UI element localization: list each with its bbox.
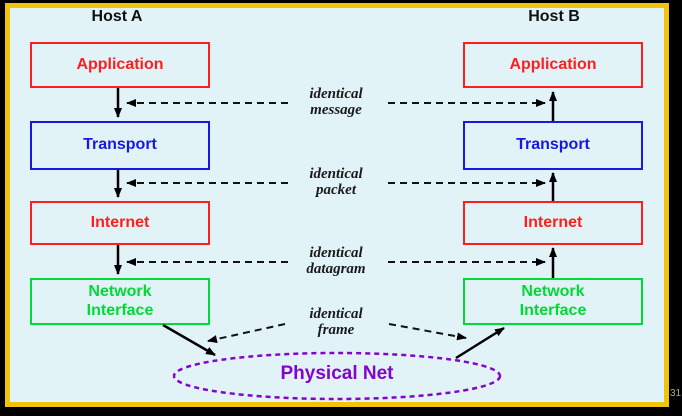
host-b-title: Host B: [528, 8, 580, 25]
identical-message-word1: identical: [309, 86, 363, 102]
identical-frame-word2: frame: [317, 322, 355, 338]
identical-packet-word2: packet: [316, 182, 356, 198]
identical-frame-word1: identical: [309, 306, 363, 322]
layer-box-transport-host-a: Transport: [30, 121, 210, 170]
layer-box-network-interface-host-a: Network Interface: [30, 278, 210, 325]
page-number: 31: [670, 388, 682, 399]
identical-message-label: identical message: [276, 86, 396, 118]
layer-box-application-host-a: Application: [30, 42, 210, 88]
physical-net-label: Physical Net: [280, 363, 394, 384]
identical-packet-label: identical packet: [276, 166, 396, 198]
host-a-title: Host A: [91, 8, 143, 25]
identical-datagram-word1: identical: [309, 245, 363, 261]
diagram-panel: [5, 3, 669, 407]
layer-box-internet-host-a: Internet: [30, 201, 210, 245]
layer-box-application-host-b: Application: [463, 42, 643, 88]
identical-packet-word1: identical: [309, 166, 363, 182]
identical-frame-label: identical frame: [276, 306, 396, 338]
identical-datagram-label: identical datagram: [276, 245, 396, 277]
layer-box-internet-host-b: Internet: [463, 201, 643, 245]
layer-box-transport-host-b: Transport: [463, 121, 643, 170]
layer-box-network-interface-host-b: Network Interface: [463, 278, 643, 325]
identical-message-word2: message: [310, 102, 362, 118]
identical-datagram-word2: datagram: [306, 261, 366, 277]
